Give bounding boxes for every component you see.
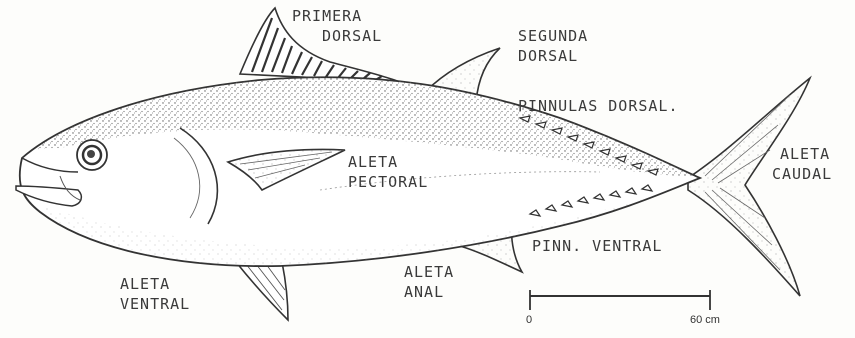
label-primera-dorsal-line2: DORSAL bbox=[292, 26, 382, 46]
label-segunda-dorsal-line1: SEGUNDA bbox=[518, 26, 588, 46]
label-aleta-anal-line1: ALETA bbox=[404, 262, 454, 282]
label-aleta-anal: ALETA ANAL bbox=[404, 262, 454, 302]
label-aleta-caudal-line1: ALETA bbox=[772, 144, 832, 164]
label-pinn-ventral-text: PINN. VENTRAL bbox=[532, 236, 662, 256]
label-pinn-ventral: PINN. VENTRAL bbox=[532, 236, 662, 256]
caudal-fin bbox=[688, 78, 810, 296]
label-aleta-anal-line2: ANAL bbox=[404, 282, 454, 302]
scale-bar bbox=[530, 290, 710, 310]
label-primera-dorsal: PRIMERA DORSAL bbox=[292, 6, 382, 46]
label-aleta-ventral-line1: ALETA bbox=[120, 274, 190, 294]
label-pinnulas-dorsal-text: PINNULAS DORSAL. bbox=[518, 96, 679, 116]
label-primera-dorsal-line1: PRIMERA bbox=[292, 6, 382, 26]
label-aleta-ventral-line2: VENTRAL bbox=[120, 294, 190, 314]
label-segunda-dorsal: SEGUNDA DORSAL bbox=[518, 26, 588, 66]
label-aleta-caudal: ALETA CAUDAL bbox=[772, 144, 832, 184]
label-aleta-pectoral-line2: PECTORAL bbox=[348, 172, 428, 192]
label-aleta-caudal-line2: CAUDAL bbox=[772, 164, 832, 184]
ventral-fin bbox=[236, 262, 288, 320]
scale-bar-start-label: 0 bbox=[526, 314, 532, 326]
label-aleta-pectoral: ALETA PECTORAL bbox=[348, 152, 428, 192]
label-aleta-ventral: ALETA VENTRAL bbox=[120, 274, 190, 314]
scale-bar-end-label: 60 cm bbox=[690, 314, 720, 326]
label-segunda-dorsal-line2: DORSAL bbox=[518, 46, 588, 66]
label-pinnulas-dorsal: PINNULAS DORSAL. bbox=[518, 96, 679, 116]
label-aleta-pectoral-line1: ALETA bbox=[348, 152, 428, 172]
eye-icon bbox=[77, 140, 107, 170]
